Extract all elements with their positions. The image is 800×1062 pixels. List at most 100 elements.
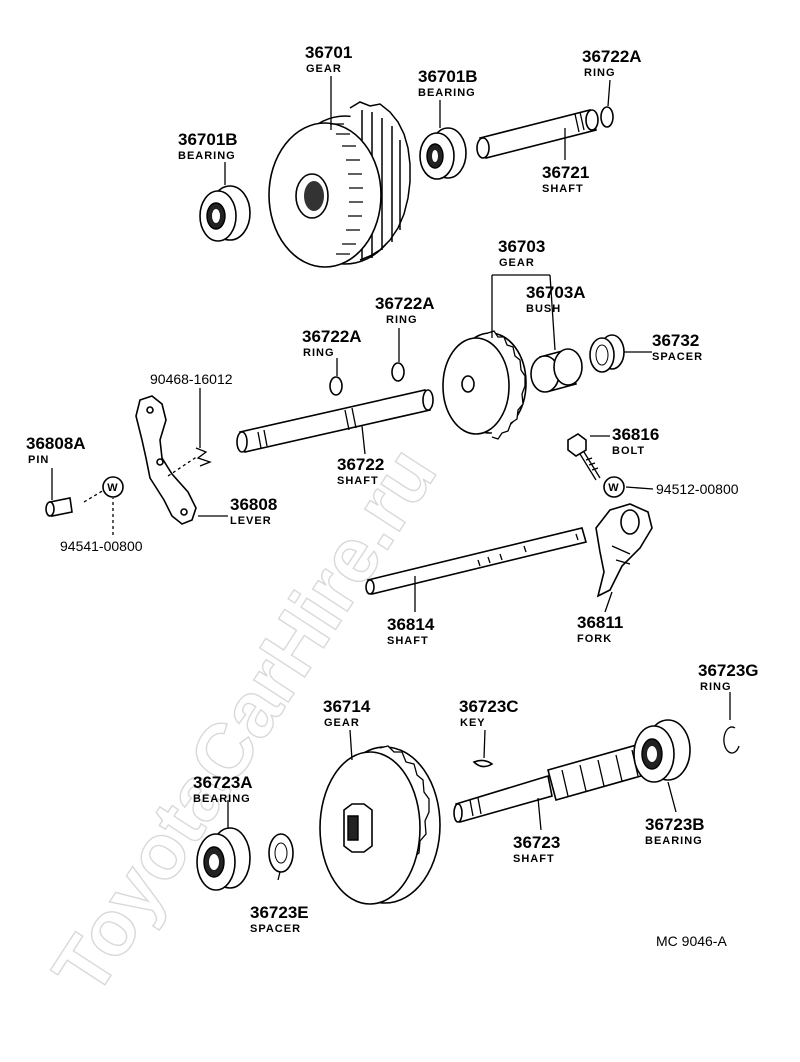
callout-bolt-36816[interactable]: 36816 BOLT [612, 425, 659, 457]
bush-36703a[interactable] [530, 348, 583, 393]
part-number: 36722A [582, 47, 642, 66]
callout-fork-36811[interactable]: 36811 FORK [577, 613, 623, 645]
ring-36723g[interactable] [723, 726, 740, 754]
callout-key-36723c[interactable]: 36723C KEY [459, 697, 519, 729]
part-number: 36814 [387, 615, 435, 634]
lever-36808[interactable] [135, 395, 197, 525]
callout-ring-36722a-top[interactable]: 36722A RING [582, 47, 642, 79]
callout-bush-36703a[interactable]: 36703A BUSH [526, 283, 586, 315]
ring-36722a-mid-right[interactable] [391, 362, 405, 382]
part-number: 36701 [305, 43, 352, 62]
part-number: 36721 [542, 163, 589, 182]
part-name: RING [303, 347, 335, 359]
part-number: 90468-16012 [150, 371, 233, 387]
part-name: BEARING [193, 793, 251, 805]
bearing-36723b[interactable] [633, 719, 691, 783]
callout-ring-36722a-mid-left[interactable]: 36722A RING [302, 327, 362, 359]
callout-spacer-36723e[interactable]: 36723E SPACER [250, 903, 309, 935]
callout-gear-36703[interactable]: 36703 GEAR [498, 237, 545, 269]
part-number: 94541-00800 [60, 538, 143, 554]
part-number: 36723C [459, 697, 519, 716]
washer-94541-00800[interactable]: W [102, 476, 124, 498]
pin-36808a[interactable] [45, 497, 73, 517]
callout-bearing-36701b-right[interactable]: 36701B BEARING [418, 67, 478, 99]
fork-36811[interactable] [595, 503, 653, 598]
part-name: RING [584, 67, 616, 79]
part-number: 36722 [337, 455, 384, 474]
part-number: 36701B [178, 130, 238, 149]
callout-shaft-36722[interactable]: 36722 SHAFT [337, 455, 384, 487]
callout-lever-36808[interactable]: 36808 LEVER [230, 495, 277, 527]
ring-36722a-top[interactable] [600, 106, 614, 128]
callout-washer-94512-00800[interactable]: 94512-00800 [656, 481, 739, 497]
callout-shaft-36723[interactable]: 36723 SHAFT [513, 833, 560, 865]
part-name: BEARING [418, 87, 476, 99]
part-name: SHAFT [542, 183, 584, 195]
callout-shaft-36721[interactable]: 36721 SHAFT [542, 163, 589, 195]
diagram-reference: MC 9046-A [656, 933, 727, 949]
pin-90468-16012[interactable] [195, 447, 212, 467]
callout-ring-36722a-mid-right[interactable]: 36722A RING [375, 294, 435, 326]
callout-bearing-36723b[interactable]: 36723B BEARING [645, 815, 705, 847]
spacer-36723e[interactable] [268, 833, 294, 873]
part-number: 36722A [375, 294, 435, 313]
part-number: 36722A [302, 327, 362, 346]
callout-shaft-36814[interactable]: 36814 SHAFT [387, 615, 435, 647]
shaft-36814[interactable] [365, 527, 587, 595]
bolt-36816[interactable] [567, 433, 601, 481]
callout-gear-36714[interactable]: 36714 GEAR [323, 697, 371, 729]
ring-36722a-mid-left[interactable] [329, 376, 343, 396]
part-name: RING [386, 314, 418, 326]
part-name: PIN [28, 454, 49, 466]
part-name: FORK [577, 633, 612, 645]
part-name: SPACER [652, 351, 703, 363]
leader-lines [51, 76, 731, 881]
callout-bearing-36701b-left[interactable]: 36701B BEARING [178, 130, 238, 162]
part-number: 36723A [193, 773, 253, 792]
shaft-36723[interactable] [453, 743, 649, 824]
bearing-36701b-left[interactable] [199, 185, 251, 242]
part-number: 36816 [612, 425, 659, 444]
part-number: 36703A [526, 283, 586, 302]
callout-ring-36723g[interactable]: 36723G RING [698, 661, 759, 693]
gear-36703[interactable] [442, 330, 527, 440]
part-name: GEAR [306, 63, 342, 75]
gear-36714[interactable] [319, 745, 441, 905]
part-name: BUSH [526, 303, 561, 315]
key-36723c[interactable] [472, 759, 494, 768]
part-name: KEY [460, 717, 486, 729]
part-name: SHAFT [337, 475, 379, 487]
shaft-36722[interactable] [236, 389, 434, 453]
part-number: 36723E [250, 903, 309, 922]
part-name: GEAR [324, 717, 360, 729]
callout-bearing-36723a[interactable]: 36723A BEARING [193, 773, 253, 805]
part-name: BEARING [178, 150, 236, 162]
part-number: 94512-00800 [656, 481, 739, 497]
callout-pin-36808a[interactable]: 36808A PIN [26, 434, 86, 466]
part-number: 36723B [645, 815, 705, 834]
part-name: BOLT [612, 445, 645, 457]
bearing-36701b-right[interactable] [419, 127, 467, 180]
bearing-36723a[interactable] [196, 827, 251, 891]
callout-spacer-36732[interactable]: 36732 SPACER [652, 331, 703, 363]
spacer-36732[interactable] [589, 334, 625, 373]
shaft-36721[interactable] [476, 109, 599, 159]
part-number: 36808A [26, 434, 86, 453]
part-number: 36811 [577, 613, 623, 632]
part-name: BEARING [645, 835, 703, 847]
part-number: 36703 [498, 237, 545, 256]
washer-symbol: W [608, 482, 619, 494]
part-number: 36723G [698, 661, 759, 680]
part-number: 36701B [418, 67, 478, 86]
part-name: RING [700, 681, 732, 693]
part-number: 36732 [652, 331, 699, 350]
callout-washer-94541-00800[interactable]: 94541-00800 [60, 538, 143, 554]
part-name: LEVER [230, 515, 272, 527]
callout-gear-36701[interactable]: 36701 GEAR [305, 43, 352, 75]
gear-36701[interactable] [268, 101, 411, 268]
callout-pin-90468-16012[interactable]: 90468-16012 [150, 371, 233, 387]
washer-94512-00800[interactable]: W [603, 476, 625, 498]
part-name: SPACER [250, 923, 301, 935]
